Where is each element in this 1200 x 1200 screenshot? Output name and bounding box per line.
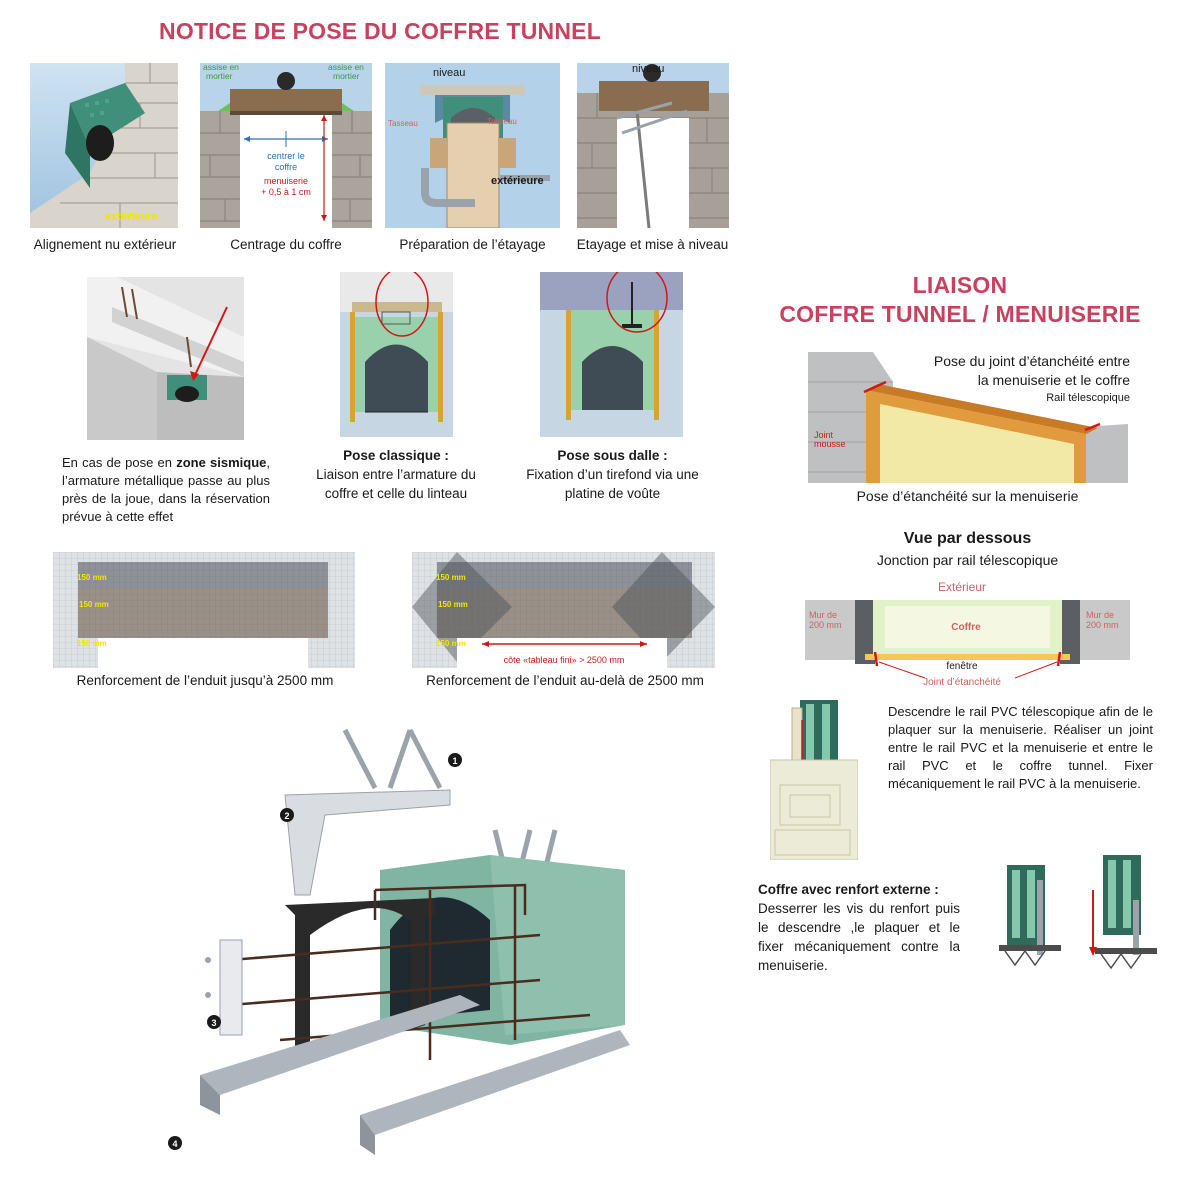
illustration-renfort-externe <box>995 850 1157 975</box>
label-fenetre: fenêtre <box>946 661 978 672</box>
caption-preparation: Préparation de l’étayage <box>399 237 546 252</box>
caption-etayage: Etayage et mise à niveau <box>576 237 729 252</box>
pose-classique-text: Liaison entre l’armature du coffre et ce… <box>316 467 476 501</box>
label-tableau-fini: côte «tableau fini» > 2500 mm <box>504 655 625 665</box>
label-mur-right: Mur de <box>1086 610 1114 620</box>
rail-pvc-text: Descendre le rail PVC télescopique afin … <box>888 704 1153 791</box>
label-joint-mousse: Joint <box>814 430 834 440</box>
label-assise-right: assise en <box>328 63 364 72</box>
illustration-preparation-etayage: niveau Tasseau Tasseau extérieure <box>385 63 560 228</box>
illustration-pose-sous-dalle <box>540 272 683 437</box>
caption-alignement: Alignement nu extérieur <box>33 237 177 252</box>
illustration-renfort-over-2500: côte «tableau fini» > 2500 mm 150 mm 150… <box>412 552 715 668</box>
svg-text:mousse: mousse <box>814 439 846 449</box>
caption-pose-etancheite: Pose d’étanchéité sur la menuiserie <box>856 488 1079 504</box>
svg-text:mortier: mortier <box>206 71 233 81</box>
callout-1: 1 <box>452 756 457 766</box>
dim-renfort2-c: 150 mm <box>436 639 466 648</box>
caption-renfort-over-2500: Renforcement de l’enduit au-delà de 2500… <box>426 673 704 688</box>
liaison-title-line2: COFFRE TUNNEL / MENUISERIE <box>779 301 1141 327</box>
pose-sous-dalle-block: Pose sous dalle : Fixation d’un tirefond… <box>520 446 705 503</box>
illustration-etayage-niveau: niveau <box>577 63 729 228</box>
dim-renfort1-a: 150 mm <box>77 573 107 582</box>
liaison-title-line1: LIAISON <box>912 272 1008 298</box>
caption-centrage: Centrage du coffre <box>230 237 342 252</box>
callout-4: 4 <box>172 1139 177 1149</box>
illustration-exploded-coffre: 1 2 3 4 <box>160 720 640 1160</box>
callout-2: 2 <box>284 811 289 821</box>
label-tasseau-left: Tasseau <box>388 119 418 128</box>
illustration-zone-sismique <box>87 277 244 440</box>
renfort-externe-block: Coffre avec renfort externe : Desserrer … <box>758 880 960 975</box>
dim-renfort2-b: 150 mm <box>438 600 468 609</box>
label-menuiserie: menuiserie <box>264 176 308 186</box>
renfort-externe-title: Coffre avec renfort externe : <box>758 882 939 897</box>
seismic-text: En cas de pose en zone sismique, l’armat… <box>62 455 271 524</box>
label-tolerance: + 0,5 à 1 cm <box>261 187 311 197</box>
illustration-alignement: extérieure <box>30 63 178 228</box>
label-exterieur: Extérieur <box>938 580 986 594</box>
pose-sous-dalle-title: Pose sous dalle : <box>557 448 668 463</box>
pose-sous-dalle-text: Fixation d’un tirefond via une platine d… <box>526 467 699 501</box>
svg-text:coffre: coffre <box>275 162 297 172</box>
label-rail-telescopique: Rail télescopique <box>1046 392 1130 404</box>
main-title: NOTICE DE POSE DU COFFRE TUNNEL <box>159 18 601 44</box>
label-tasseau-right: Tasseau <box>487 117 517 126</box>
pose-classique-title: Pose classique : <box>343 448 449 463</box>
illustration-joint-menuiserie: Joint mousse <box>808 352 1128 483</box>
vue-dessous-subtitle: Jonction par rail télescopique <box>876 552 1059 568</box>
label-niveau-4: niveau <box>632 63 664 75</box>
vue-dessous-title: Vue par dessous <box>903 530 1032 547</box>
caption-renfort-2500: Renforcement de l’enduit jusqu’à 2500 mm <box>76 673 334 688</box>
label-joint-etancheite: Joint d’étanchéité <box>923 677 1001 688</box>
illustration-rail-pvc <box>770 700 858 860</box>
svg-text:mortier: mortier <box>333 71 360 81</box>
renfort-externe-text: Desserrer les vis du renfort puis le des… <box>758 901 960 973</box>
label-assise-left: assise en <box>203 63 239 72</box>
callout-3: 3 <box>211 1018 216 1028</box>
label-niveau-3: niveau <box>433 67 465 79</box>
label-exterieure-1: extérieure <box>105 211 158 223</box>
illustration-vue-dessous: Extérieur Mur de 200 mm Mur de 200 mm Co… <box>805 574 1130 692</box>
svg-text:200 mm: 200 mm <box>1086 620 1119 630</box>
svg-text:200 mm: 200 mm <box>809 620 842 630</box>
label-centrer: centrer le <box>267 151 305 161</box>
pose-classique-block: Pose classique : Liaison entre l’armatur… <box>300 446 492 503</box>
illustration-pose-classique <box>340 272 453 437</box>
label-mur-left: Mur de <box>809 610 837 620</box>
illustration-renfort-2500: 150 mm 150 mm 150 mm <box>53 552 355 668</box>
joint-text: Pose du joint d’étanchéité entre la menu… <box>870 352 1130 406</box>
label-coffre: Coffre <box>951 622 981 633</box>
illustration-centrage: assise en mortier assise en mortier cent… <box>200 63 372 228</box>
dim-renfort1-b: 150 mm <box>79 600 109 609</box>
label-exterieure-3: extérieure <box>491 175 544 187</box>
dim-renfort1-c: 150 mm <box>77 639 107 648</box>
dim-renfort2-a: 150 mm <box>436 573 466 582</box>
